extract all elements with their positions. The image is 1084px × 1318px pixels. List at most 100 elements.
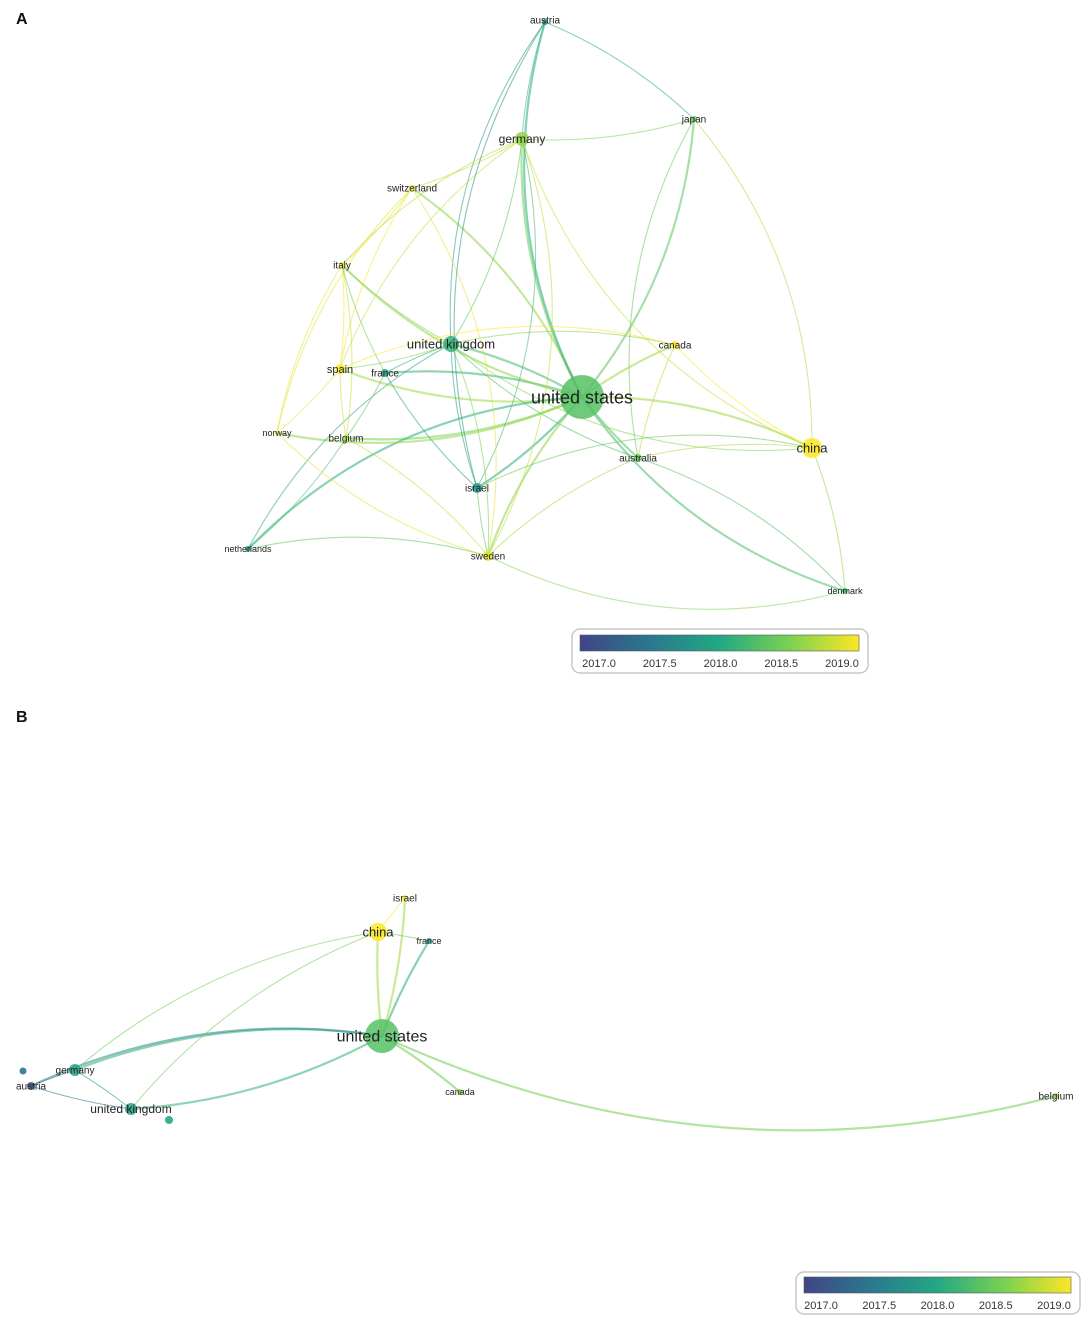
edge-spain-norway <box>276 368 341 434</box>
edge-germany-sweden <box>487 138 553 557</box>
node-netherlands[interactable]: netherlands <box>224 544 272 554</box>
node-israel[interactable]: israel <box>465 483 489 495</box>
node-israel-marker[interactable] <box>472 483 482 493</box>
node-australia-marker[interactable] <box>634 454 642 462</box>
unlabeled-node[interactable] <box>19 1067 27 1075</box>
edge-united-states-japan <box>581 118 696 398</box>
node-france[interactable]: france <box>371 369 399 380</box>
edge-germany-japan <box>521 118 695 141</box>
node-japan[interactable]: japan <box>681 115 706 126</box>
node-china-marker[interactable] <box>369 923 387 941</box>
node-austria-marker[interactable] <box>27 1082 35 1090</box>
edge-austria-israel <box>453 21 546 489</box>
edge-australia-denmark <box>637 457 846 592</box>
edge-japan-china <box>693 118 813 449</box>
node-canada[interactable]: canada <box>445 1087 475 1097</box>
node-austria-label: austria <box>530 16 560 27</box>
node-germany[interactable]: germany <box>56 1064 95 1077</box>
node-united-kingdom-marker[interactable] <box>125 1103 137 1115</box>
node-united-kingdom[interactable]: united kingdom <box>407 336 495 352</box>
node-italy[interactable]: italy <box>333 261 351 272</box>
panel-b-letter: B <box>16 709 28 726</box>
panel-b: B israel china france united states germany a… <box>16 709 1081 1315</box>
node-norway[interactable]: norway <box>262 428 292 438</box>
node-spain[interactable]: spain <box>327 364 353 376</box>
edge-china-israel <box>476 434 813 489</box>
node-belgium-label: belgium <box>328 434 363 445</box>
node-sweden[interactable]: sweden <box>471 551 505 563</box>
panel-b-edges <box>30 897 1057 1132</box>
edge-germany-china <box>521 138 813 449</box>
node-united-states-marker[interactable] <box>560 375 604 419</box>
node-canada-marker[interactable] <box>457 1089 463 1095</box>
node-japan-marker[interactable] <box>691 116 697 122</box>
scale-b-tick-4: 2019.0 <box>1037 1300 1071 1312</box>
panel-a-letter: A <box>16 11 28 28</box>
node-france-marker[interactable] <box>381 369 389 377</box>
edge-germany-israel <box>476 138 537 489</box>
panel-b-nodes: israel china france united states germany aus… <box>16 894 1074 1124</box>
node-china[interactable]: china <box>362 923 394 941</box>
node-china-marker[interactable] <box>802 438 822 458</box>
node-germany-marker[interactable] <box>515 132 529 146</box>
node-belgium[interactable]: belgium <box>328 434 363 445</box>
edge-united-states-germany <box>520 138 583 398</box>
edge-australia-sweden <box>487 457 639 557</box>
node-austria[interactable]: austria <box>16 1082 46 1093</box>
node-belgium-marker[interactable] <box>343 435 349 441</box>
node-united-states[interactable]: united states <box>337 1019 428 1053</box>
node-australia[interactable]: australia <box>619 454 657 465</box>
node-israel[interactable]: israel <box>393 894 417 905</box>
node-switzerland-marker[interactable] <box>409 185 415 191</box>
edge-united-kingdom-sweden <box>450 343 490 557</box>
node-china[interactable]: china <box>796 438 828 458</box>
node-denmark[interactable]: denmark <box>827 586 863 596</box>
node-israel-label: israel <box>465 484 489 495</box>
scale-b-tick-3: 2018.5 <box>979 1300 1013 1312</box>
edge-italy-spain <box>339 264 345 370</box>
scale-a-tick-2: 2018.0 <box>704 658 738 670</box>
node-germany-marker[interactable] <box>69 1064 81 1076</box>
scale-a-tick-4: 2019.0 <box>825 658 859 670</box>
node-germany[interactable]: germany <box>499 132 546 146</box>
node-norway-marker[interactable] <box>275 431 279 435</box>
node-austria-marker[interactable] <box>542 19 548 25</box>
node-china-label: china <box>796 441 828 456</box>
node-israel-marker[interactable] <box>402 895 408 901</box>
node-italy-marker[interactable] <box>339 262 345 268</box>
edge-united-kingdom-china <box>450 343 813 452</box>
node-denmark-label: denmark <box>827 586 863 596</box>
node-austria[interactable]: austria <box>530 16 560 27</box>
edge-united-states-austria <box>30 1027 383 1087</box>
edge-norway-sweden <box>276 432 489 557</box>
edge-united-states-norway <box>276 395 583 444</box>
node-spain-marker[interactable] <box>335 364 345 374</box>
node-switzerland[interactable]: switzerland <box>387 184 437 195</box>
node-united-states-marker[interactable] <box>365 1019 399 1053</box>
node-belgium-marker[interactable] <box>1053 1093 1059 1099</box>
node-united-kingdom[interactable]: united kingdom <box>90 1102 171 1116</box>
node-netherlands-marker[interactable] <box>245 546 251 552</box>
node-netherlands-label: netherlands <box>224 544 272 554</box>
edge-japan-australia <box>628 118 695 459</box>
node-canada[interactable]: canada <box>659 341 692 352</box>
node-france[interactable]: france <box>416 936 441 946</box>
node-united-states[interactable]: united states <box>531 375 633 419</box>
node-denmark-marker[interactable] <box>842 588 848 594</box>
edge-germany-united-kingdom <box>74 1069 132 1110</box>
scale-a-tick-3: 2018.5 <box>764 658 798 670</box>
edge-united-states-israel <box>380 897 407 1037</box>
node-belgium[interactable]: belgium <box>1038 1092 1073 1103</box>
node-canada-marker[interactable] <box>671 341 679 349</box>
unlabeled-node[interactable] <box>165 1116 173 1124</box>
node-france-label: france <box>371 369 399 380</box>
edge-israel-sweden <box>476 487 489 557</box>
edge-united-kingdom-italy <box>341 264 452 345</box>
node-belgium-label: belgium <box>1038 1092 1073 1103</box>
edge-germany-italy <box>341 138 523 266</box>
node-united-kingdom-marker[interactable] <box>443 336 459 352</box>
node-sweden-marker[interactable] <box>483 551 493 561</box>
edge-switzerland-spain <box>339 187 413 370</box>
node-france-marker[interactable] <box>426 938 432 944</box>
